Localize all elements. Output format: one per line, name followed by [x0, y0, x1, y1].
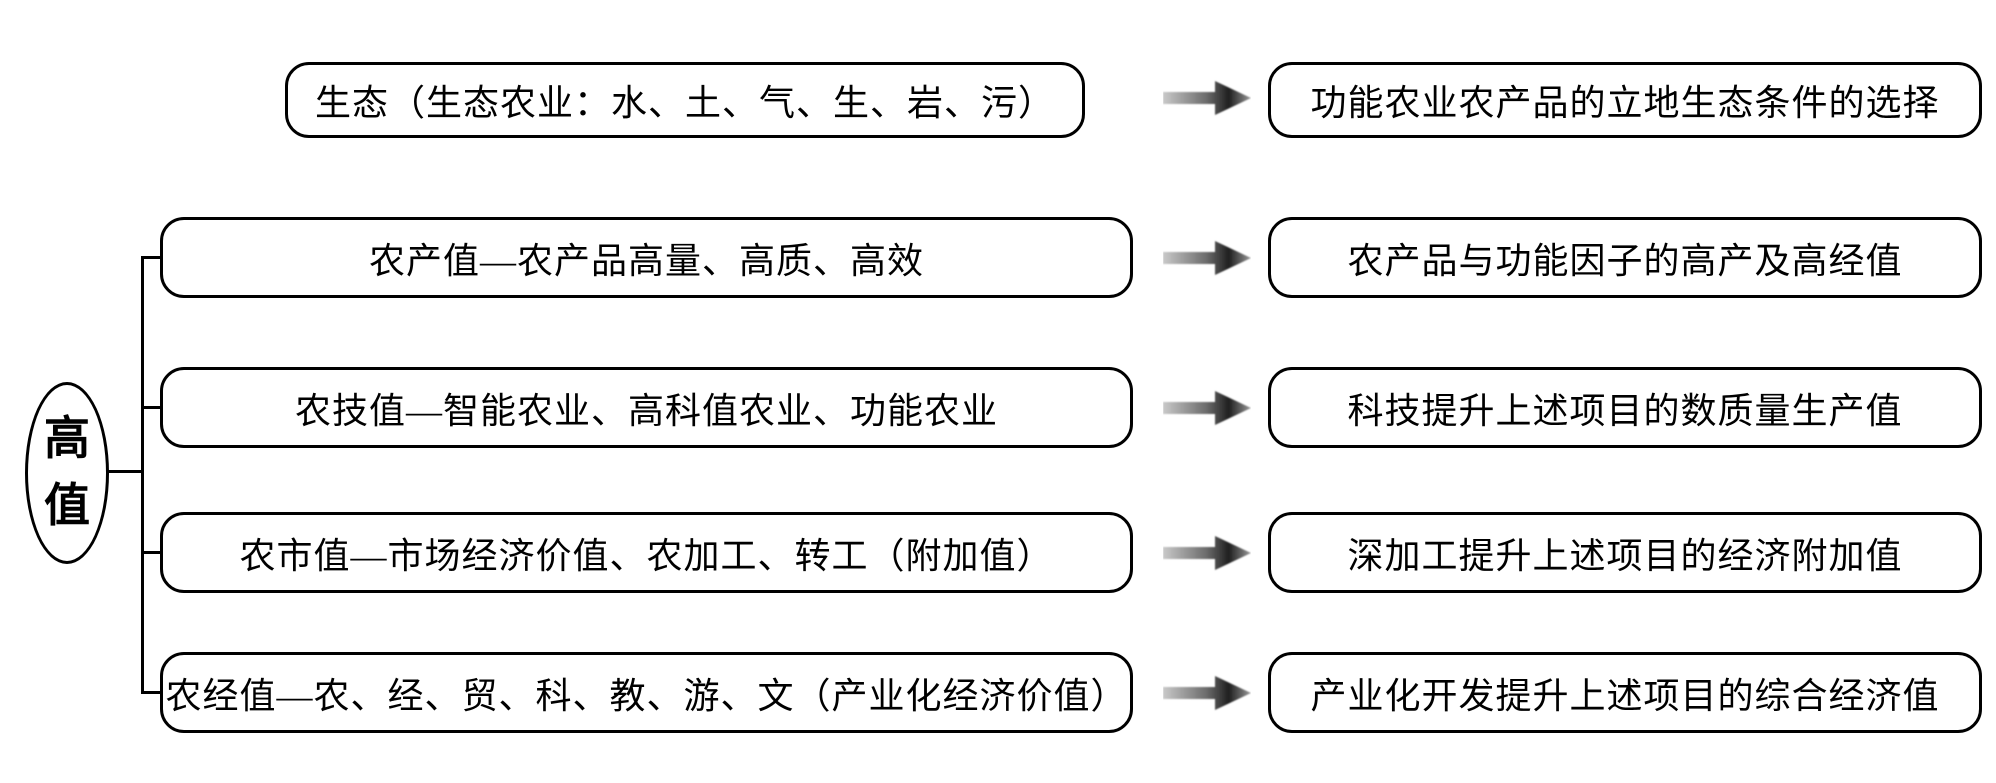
node-farm-product-result: 农产品与功能因子的高产及高经值	[1268, 217, 1982, 298]
root-label-char1: 高	[44, 413, 90, 465]
connector-stub-row1	[141, 256, 163, 259]
connector-root-to-bracket	[107, 470, 143, 473]
arrow-right-icon	[1163, 81, 1251, 115]
bracket-vertical-line	[141, 256, 144, 694]
connector-stub-row4	[141, 691, 163, 694]
node-farm-economy-result: 产业化开发提升上述项目的综合经济值	[1268, 652, 1982, 733]
arrow-right-icon	[1163, 241, 1251, 275]
node-ecology: 生态（生态农业：水、土、气、生、岩、污）	[285, 62, 1085, 138]
node-farm-product-value: 农产值—农产品高量、高质、高效	[160, 217, 1133, 298]
node-farm-market-result: 深加工提升上述项目的经济附加值	[1268, 512, 1982, 593]
arrow-right-icon	[1163, 536, 1251, 570]
node-farm-market-value: 农市值—市场经济价值、农加工、转工（附加值）	[160, 512, 1133, 593]
node-farm-tech-result: 科技提升上述项目的数质量生产值	[1268, 367, 1982, 448]
root-label-char2: 值	[44, 480, 90, 531]
node-farm-tech-value: 农技值—智能农业、高科值农业、功能农业	[160, 367, 1133, 448]
arrow-right-icon	[1163, 676, 1251, 710]
arrow-right-icon	[1163, 391, 1251, 425]
connector-stub-row3	[141, 551, 163, 554]
node-farm-economy-value: 农经值—农、经、贸、科、教、游、文（产业化经济价值）	[160, 652, 1133, 733]
node-ecology-result: 功能农业农产品的立地生态条件的选择	[1268, 62, 1982, 138]
connector-stub-row2	[141, 406, 163, 409]
root-node-high-value: 高 值	[25, 382, 109, 564]
